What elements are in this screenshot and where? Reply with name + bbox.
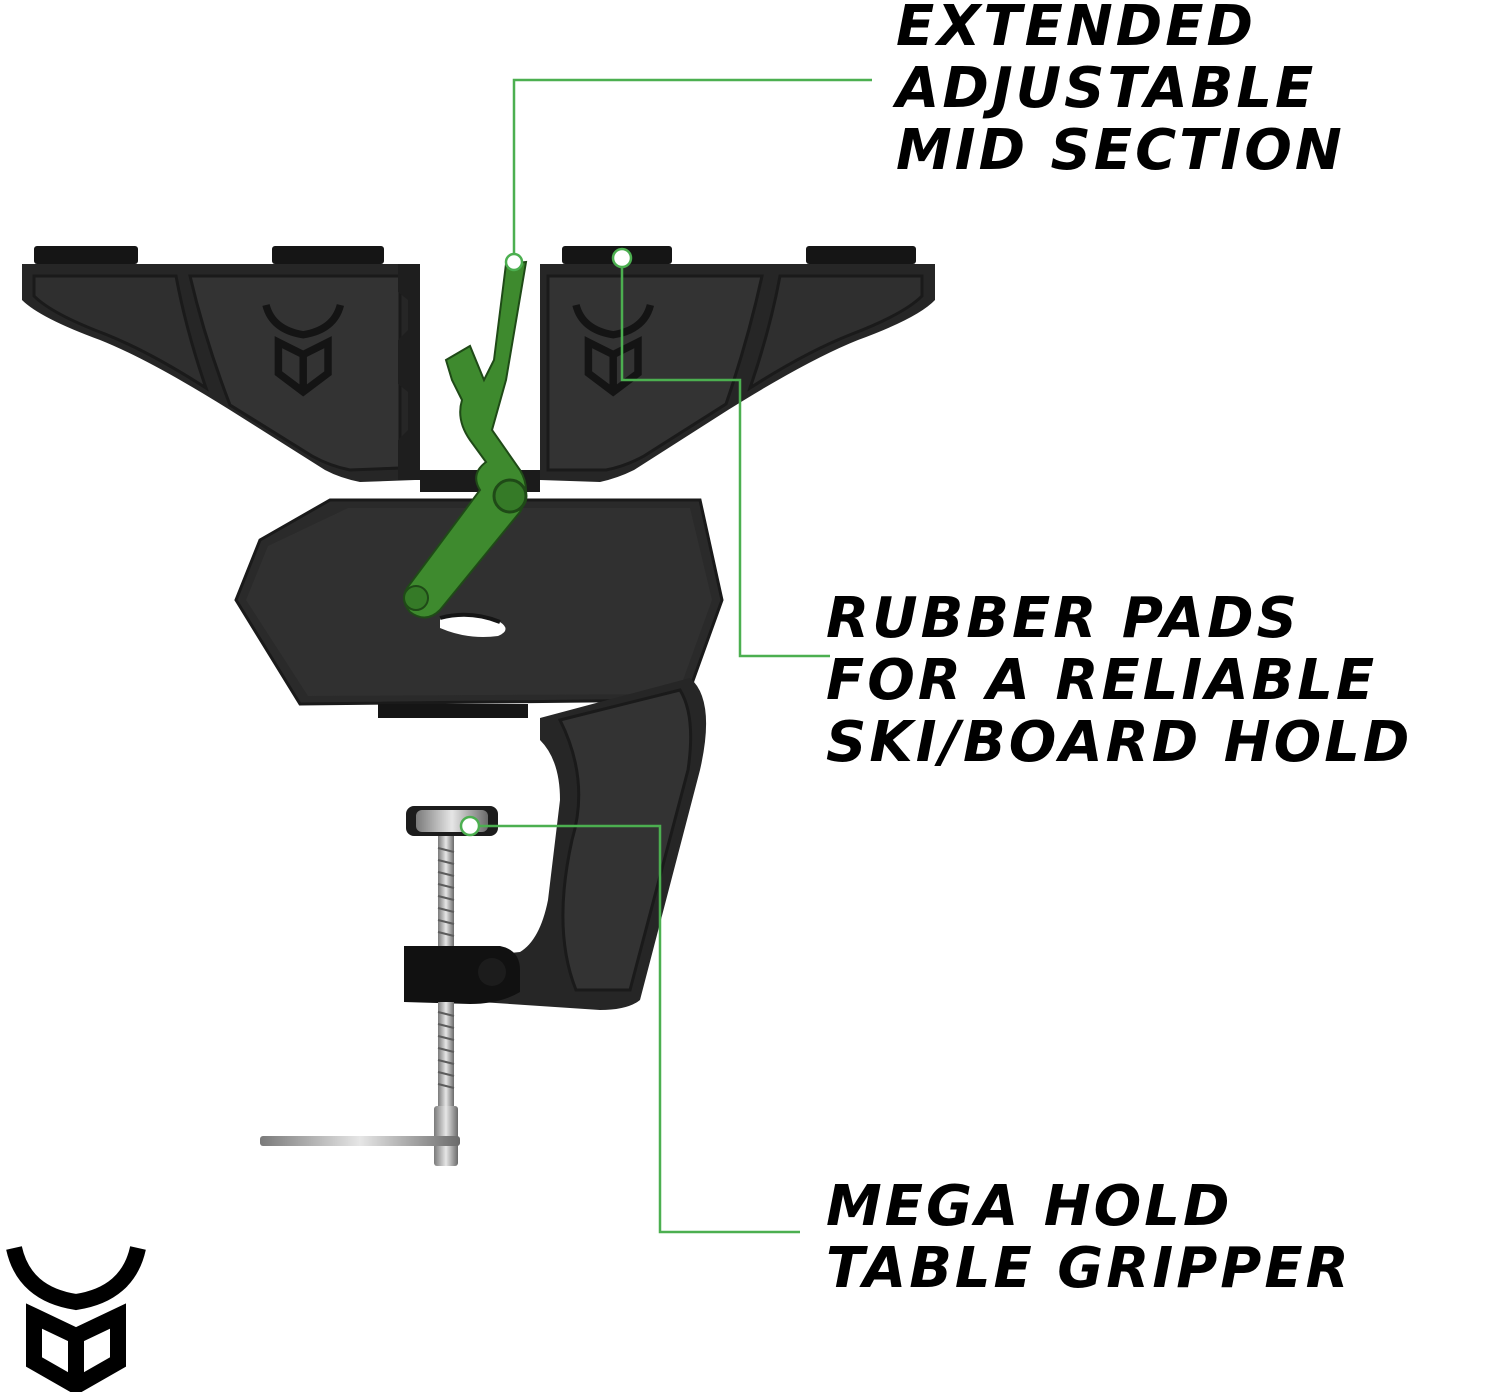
callout-mid-section-line-3: MID SECTION bbox=[896, 118, 1345, 183]
left-jaw bbox=[22, 264, 420, 482]
callout-rubber-pads-line-3: SKI/BOARD HOLD bbox=[826, 710, 1413, 775]
callout-rubber-pads-line-1: RUBBER PADS bbox=[826, 586, 1300, 651]
right-jaw bbox=[540, 264, 935, 482]
leader-table-gripper bbox=[470, 824, 800, 1234]
callout-rubber-pads: RUBBER PADS FOR A RELIABLE SKI/BOARD HOL… bbox=[826, 588, 1412, 774]
base-plate bbox=[234, 498, 724, 706]
leader-lines bbox=[459, 78, 872, 1234]
leader-mid-section bbox=[512, 78, 872, 262]
callout-mid-section-line-2: ADJUSTABLE bbox=[896, 56, 1317, 121]
bull-horns-logo-icon bbox=[6, 1245, 146, 1392]
clamp-arm bbox=[440, 678, 707, 1010]
jaw-logo-left-icon bbox=[262, 303, 345, 397]
clamp-foot bbox=[404, 946, 520, 1004]
callout-table-gripper-line-1: MEGA HOLD bbox=[826, 1174, 1233, 1239]
callout-table-gripper: MEGA HOLD TABLE GRIPPER bbox=[826, 1176, 1352, 1300]
ski-vise bbox=[22, 246, 935, 1166]
callout-mid-section: EXTENDED ADJUSTABLE MID SECTION bbox=[896, 0, 1345, 182]
callout-rubber-pads-line-2: FOR A RELIABLE bbox=[826, 648, 1378, 713]
green-lever-icon bbox=[403, 260, 528, 619]
jaw-logo-right-icon bbox=[572, 303, 655, 397]
top-rubber-strips bbox=[34, 246, 916, 264]
callout-mid-section-line-1: EXTENDED bbox=[896, 0, 1256, 59]
clamp-screw-icon bbox=[260, 806, 498, 1166]
leader-rubber-pads bbox=[620, 258, 830, 658]
callout-table-gripper-line-2: TABLE GRIPPER bbox=[826, 1236, 1352, 1301]
